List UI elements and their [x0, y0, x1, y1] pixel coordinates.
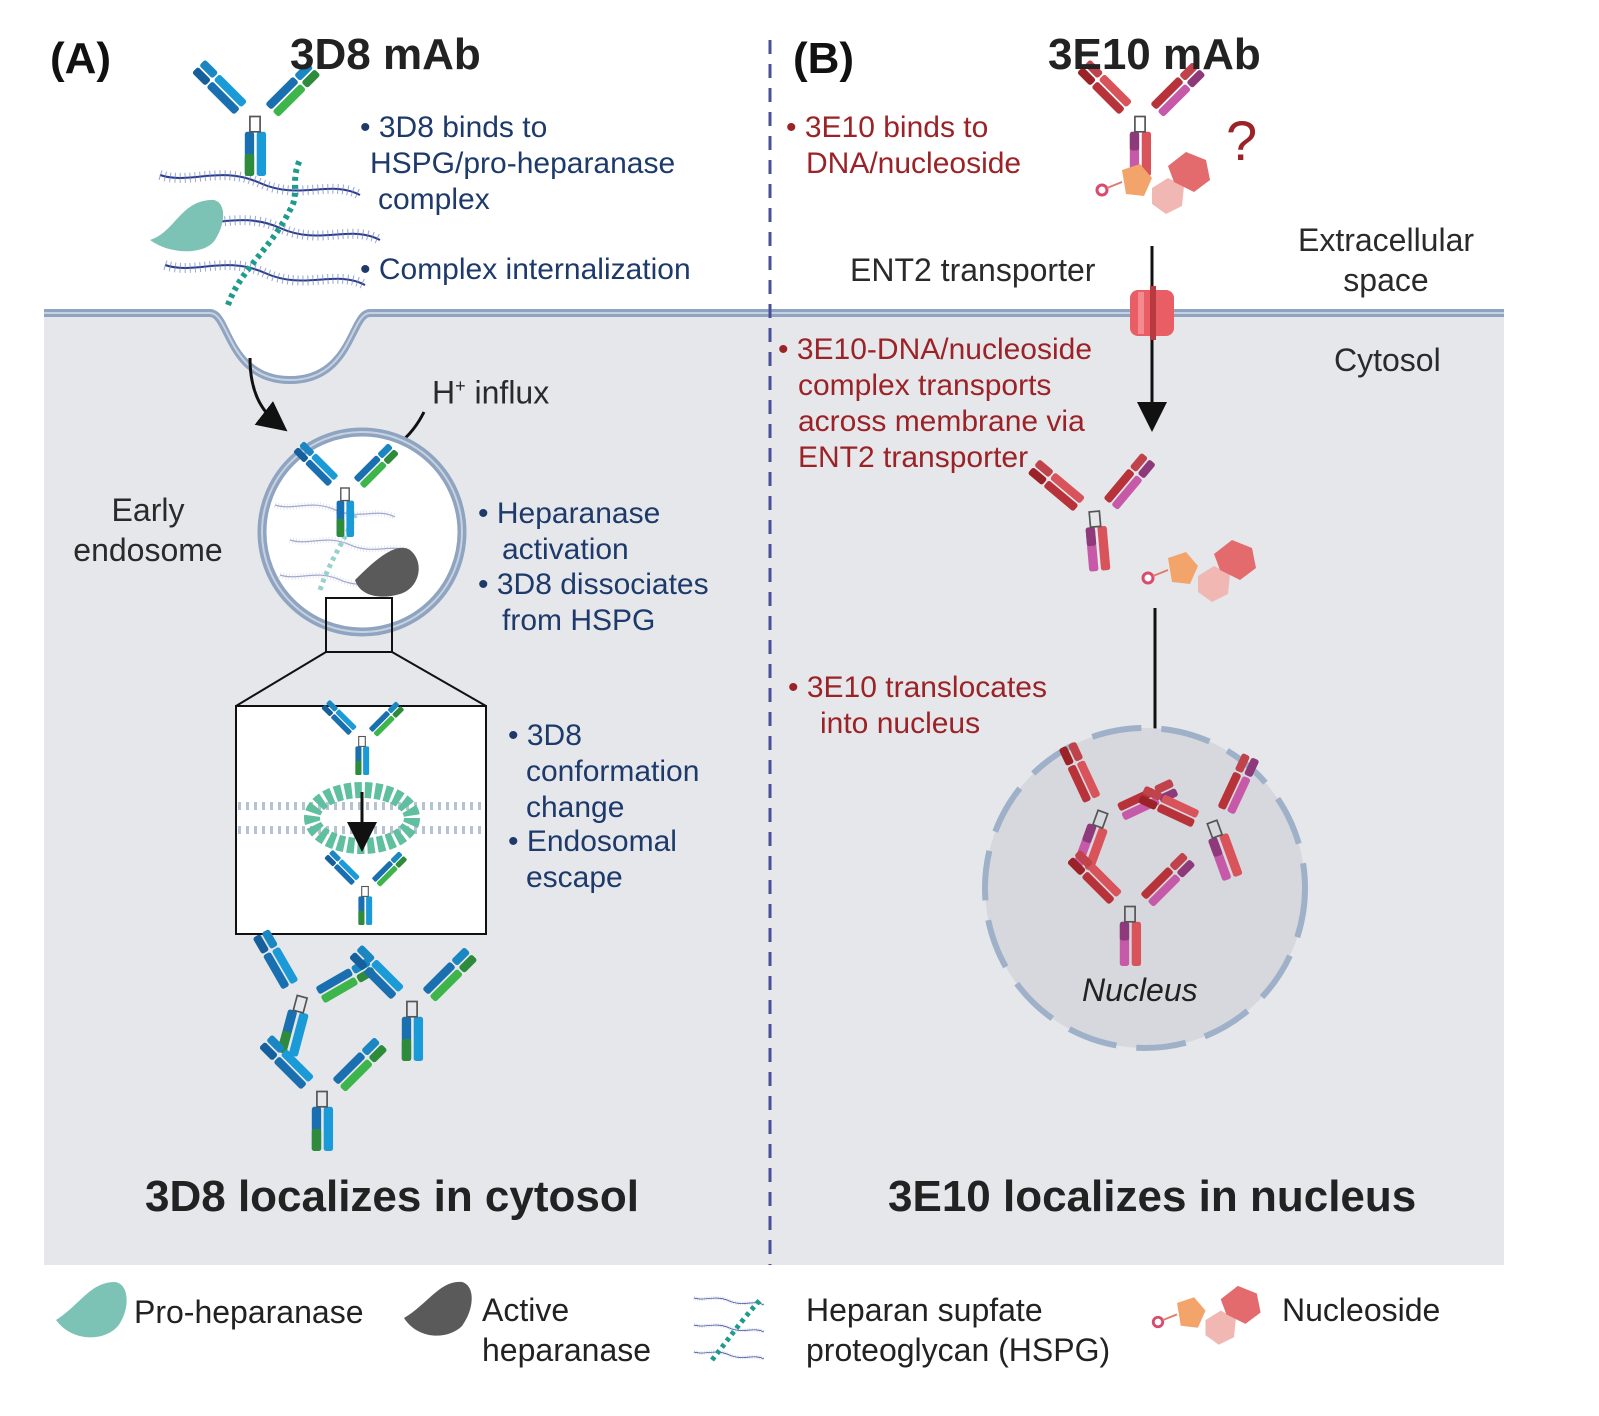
ent2-transporter-label: ENT2 transporter	[850, 252, 1096, 288]
h-influx-label: H+ influx	[432, 374, 550, 411]
nucleus-label: Nucleus	[1082, 972, 1198, 1008]
panel-b-bullet-transport: • 3E10-DNA/nucleoside complex transports…	[778, 333, 1093, 474]
unknown-mechanism-question-mark: ?	[1226, 109, 1258, 172]
panel-a-bullet-binds: • 3D8 binds to HSPG/pro-heparanase compl…	[360, 111, 676, 216]
early-endosome-label: Early endosome	[73, 492, 223, 568]
panel-a-bullet-escape: • Endosomal escape	[508, 825, 677, 894]
panel-b-bullet-binds: • 3E10 binds to DNA/nucleoside	[786, 111, 1022, 180]
panel-a-bullet-conformation: • 3D8 conformation change	[508, 719, 700, 824]
panel-a-bullet-dissociates: • 3D8 dissociates from HSPG	[478, 568, 709, 637]
legend-pro-heparanase: Pro-heparanase	[134, 1294, 364, 1330]
panel-b-label: (B)	[793, 34, 855, 83]
panel-a-label: (A)	[50, 34, 112, 83]
panel-a-bullet-internalization: • Complex internalization	[360, 253, 691, 286]
panel-a-conclusion: 3D8 localizes in cytosol	[145, 1172, 639, 1221]
legend-active-heparanase: Active heparanase	[482, 1292, 652, 1368]
panel-a-bullet-heparanase: • Heparanase activation	[478, 497, 661, 566]
panel-b-bullet-translocates: • 3E10 translocates into nucleus	[788, 671, 1047, 740]
legend-nucleoside: Nucleoside	[1282, 1292, 1441, 1328]
cytosol-label: Cytosol	[1334, 342, 1441, 378]
extracellular-space-label: Extracellular space	[1297, 222, 1475, 298]
legend-hspg: Heparan supfate proteoglycan (HSPG)	[806, 1292, 1111, 1368]
panel-b-conclusion: 3E10 localizes in nucleus	[888, 1172, 1417, 1221]
panel-b-title: 3E10 mAb	[1048, 30, 1261, 79]
panel-a-title: 3D8 mAb	[290, 30, 481, 79]
